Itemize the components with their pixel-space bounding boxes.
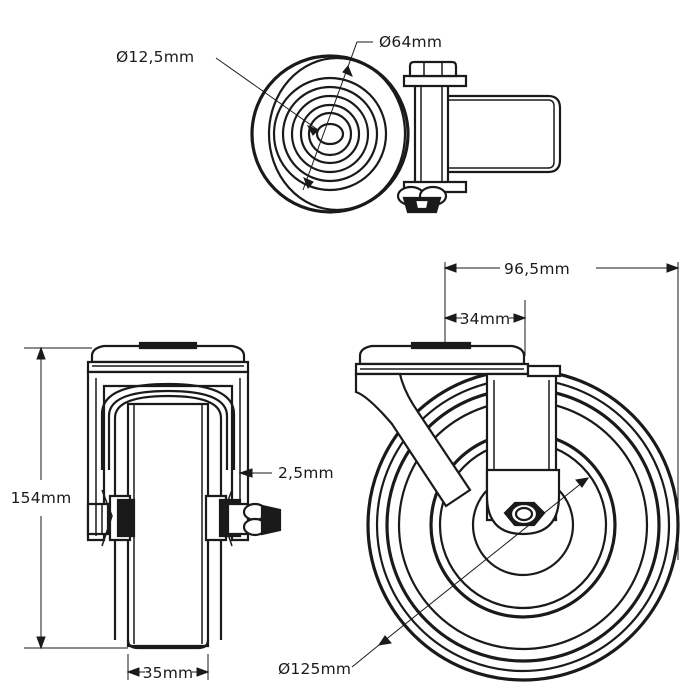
tread-width-label: 35mm [143, 664, 194, 682]
front-view-axle-nut-left-facets [95, 504, 103, 534]
hub-diameter-leader [302, 41, 373, 191]
front-view-tyre-side [113, 394, 223, 640]
front-view-axle-end-right [260, 504, 282, 536]
wheel-diameter-leader-tail [351, 644, 380, 668]
side-view: Ø125mm [278, 341, 680, 682]
top-view-tyre-inner-edge [267, 56, 407, 212]
top-view-fork-arm-inner [448, 99, 555, 169]
tread-thickness-arrow [238, 468, 253, 478]
bore-diameter-arrow [306, 125, 319, 136]
top-view-fork-arm [438, 94, 562, 174]
top-view-upper-bolt-facets [423, 62, 443, 76]
overall-height-label: 154mm [11, 489, 72, 507]
overall-height-extension-lines [24, 347, 128, 649]
top-view-upper-bolt-head [408, 60, 458, 78]
side-view-top-plate [358, 344, 526, 366]
top-view-hub-ring-1 [272, 76, 388, 192]
top-view-hub-ring-2 [281, 85, 379, 183]
plate-offset-arrow-left [443, 313, 457, 323]
bore-diameter-label: Ø12,5mm [116, 48, 194, 66]
front-view-plate-flange [86, 360, 250, 374]
tread-thickness-label: 2,5mm [278, 464, 334, 482]
bore-diameter-leader [215, 57, 319, 131]
plate-offset-arrow-right [513, 313, 527, 323]
top-view-swivel-housing-lines [420, 86, 443, 182]
top-view: Ø12,5mm Ø64mm [116, 33, 562, 214]
front-view-axle-left-detail [101, 489, 113, 547]
top-view-upper-flange [402, 74, 468, 88]
front-view-axle-right-detail [221, 489, 233, 547]
plate-length-label: 96,5mm [504, 260, 570, 278]
plate-length-arrow-left [443, 263, 457, 273]
side-view-fork-tab [526, 364, 562, 378]
overall-height-arrow-bottom [36, 636, 46, 650]
plate-offset-label: 34mm [460, 310, 511, 328]
overall-height-arrow-top [36, 346, 46, 360]
top-view-lower-bolt-hole [413, 198, 431, 211]
front-view-bearing-left [116, 498, 136, 538]
side-view-plate-rib [410, 341, 472, 350]
front-view-wheel-outline [100, 382, 236, 470]
top-view-bore [315, 122, 345, 146]
wheel-diameter-leader [378, 477, 589, 646]
hub-diameter-arrow-bottom [303, 177, 314, 189]
tread-width-arrow-left [126, 667, 140, 677]
top-view-hub-ring-5 [307, 111, 353, 157]
front-view-tread-bottom [126, 639, 210, 650]
top-view-hub-ring-4 [299, 103, 361, 165]
wheel-diameter-arrow-lower [377, 635, 392, 646]
front-view-axle-nut-left [86, 502, 110, 536]
wheel-diameter-label: Ø125mm [278, 660, 351, 678]
plate-length-arrow-right [666, 263, 680, 273]
side-view-axle-bore [514, 506, 534, 522]
top-view-swivel-housing [413, 80, 450, 188]
side-view-swivel-leg [354, 372, 472, 508]
front-view-top-plate [90, 344, 246, 364]
front-view-wheel-outline-2 [107, 389, 229, 470]
hub-diameter-label: Ø64mm [379, 33, 442, 51]
front-view: 154mm 35mm 2,5mm [11, 341, 334, 682]
top-view-hub-ring-3 [290, 94, 370, 174]
tread-width-extension-lines [127, 654, 209, 680]
front-view-tread [126, 402, 210, 648]
plate-dimension-block: 96,5mm 34mm [443, 260, 680, 560]
tread-width-arrow-right [196, 667, 210, 677]
wheel-diameter-arrow-upper [575, 477, 590, 488]
front-view-plate-rib [138, 341, 198, 350]
hub-diameter-arrow-top [342, 65, 353, 77]
